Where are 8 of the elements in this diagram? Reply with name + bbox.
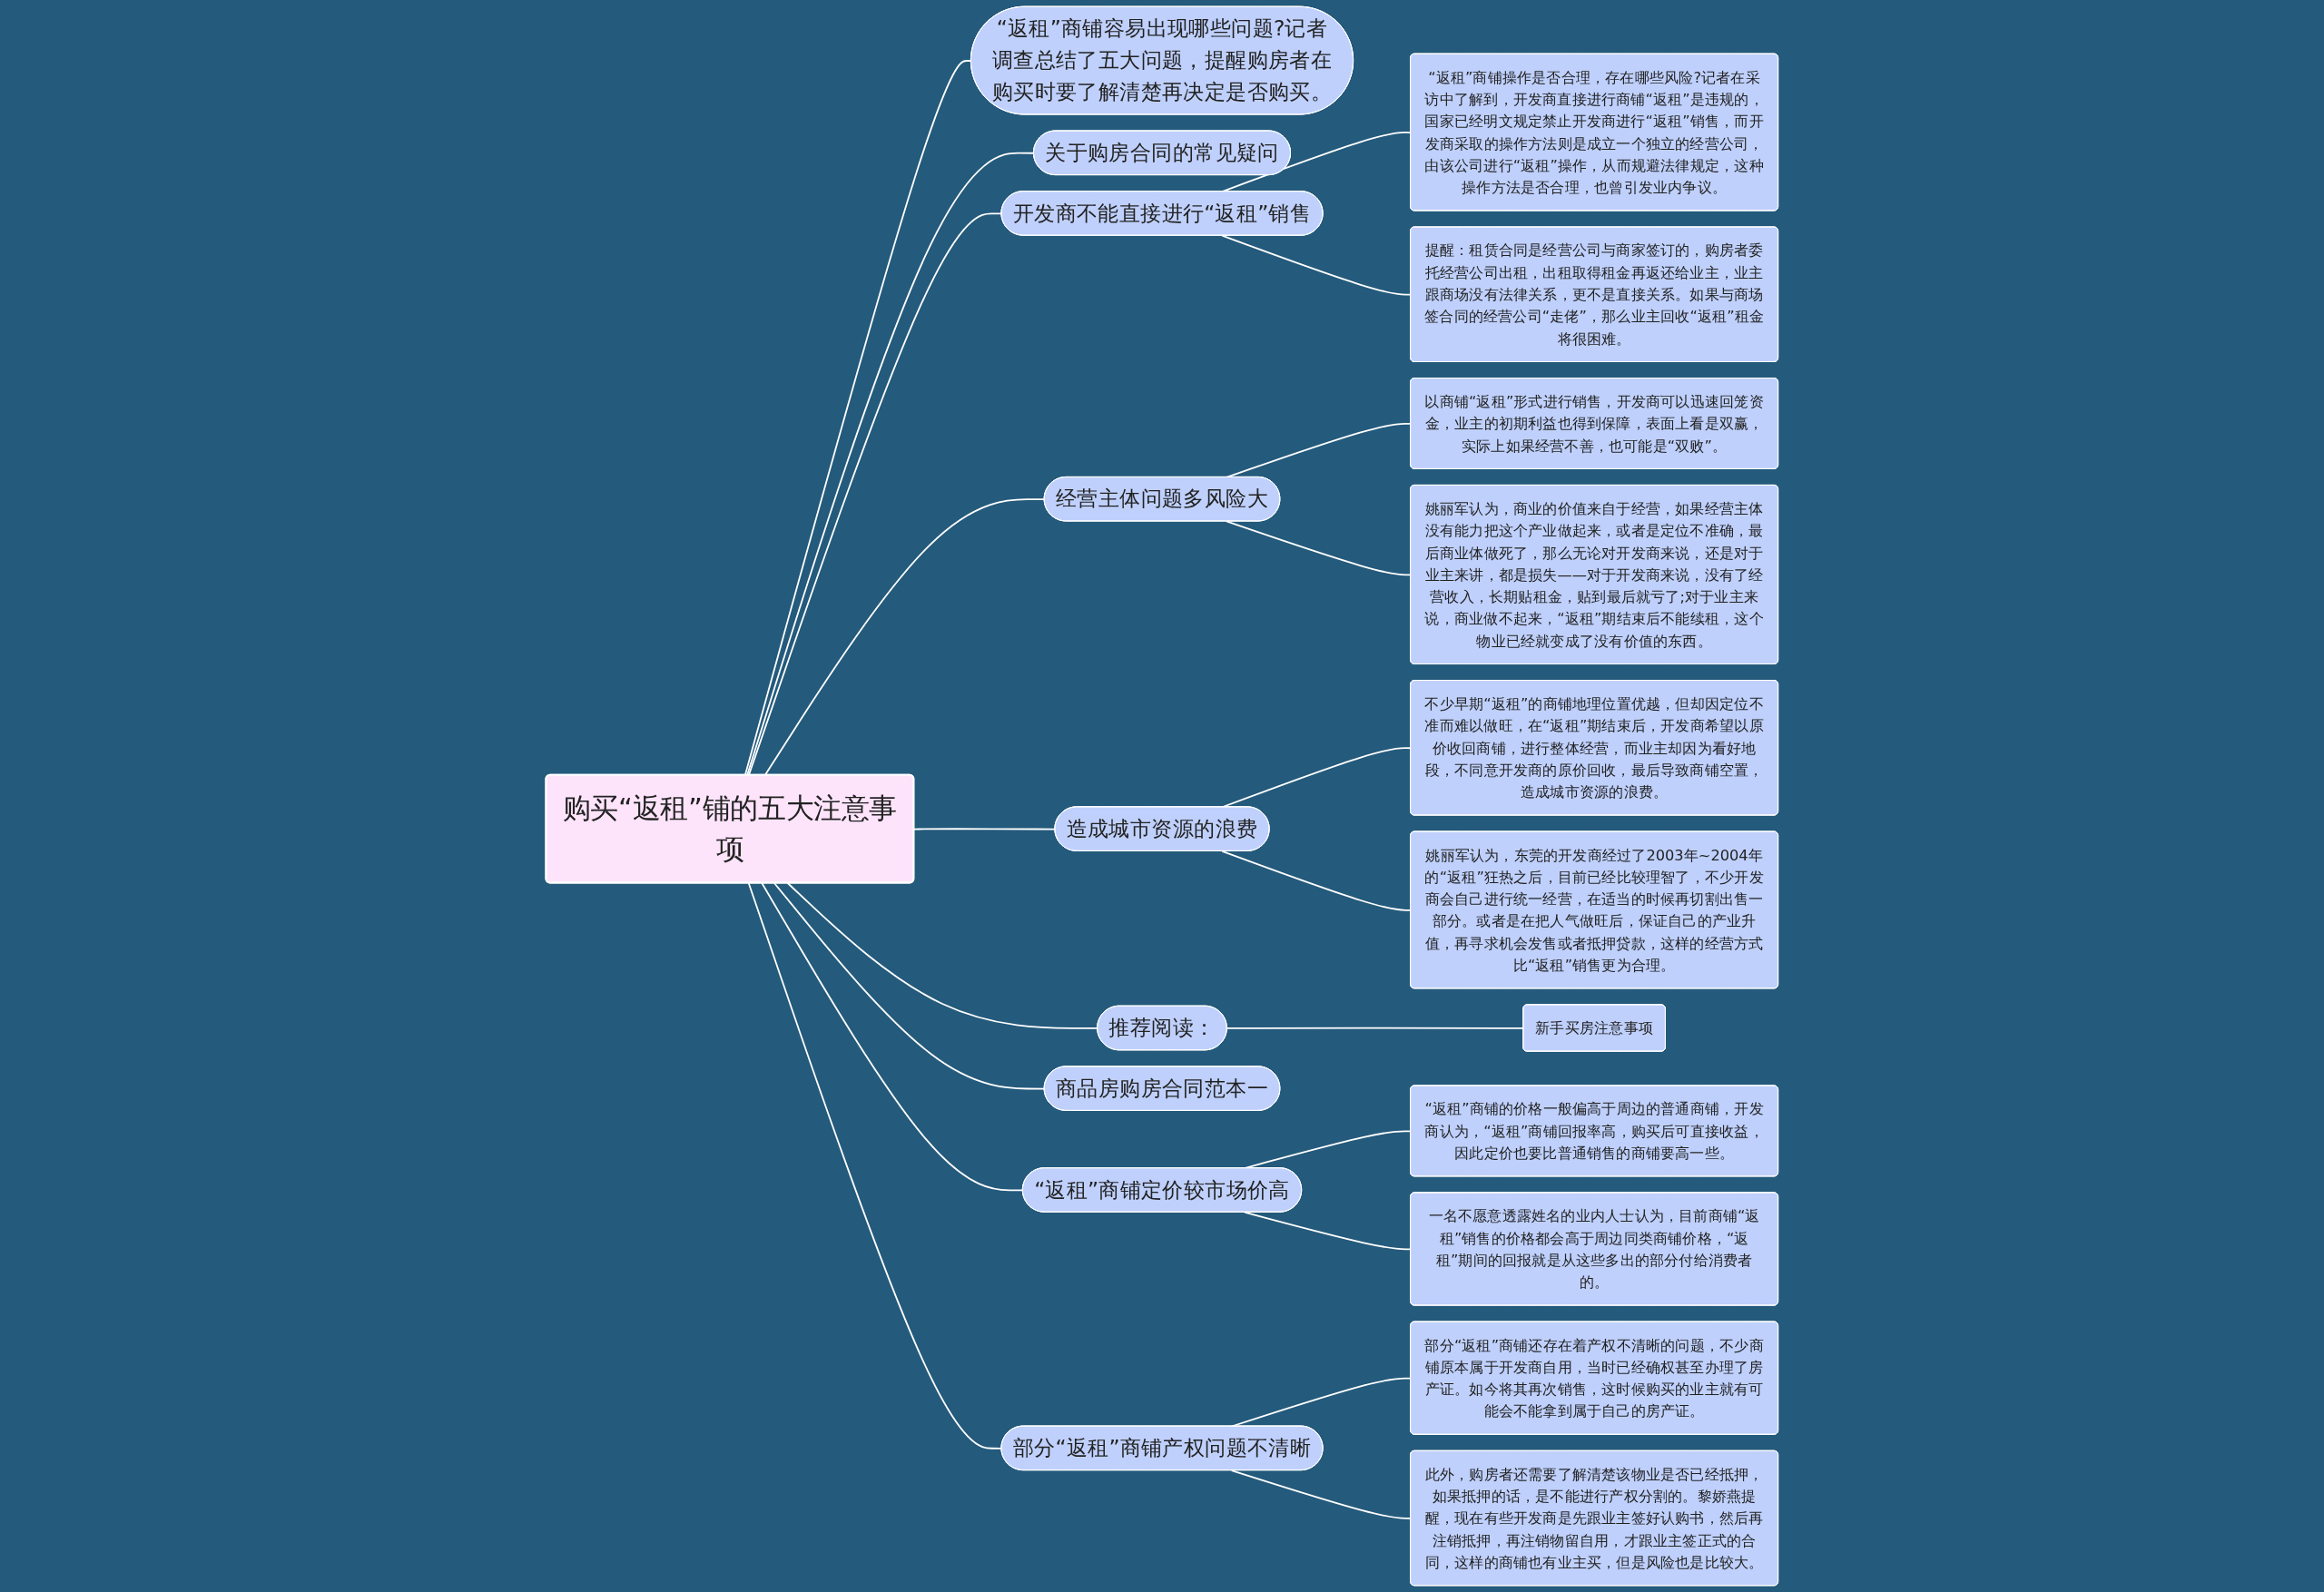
connector <box>761 882 1024 1192</box>
connector <box>1226 520 1412 576</box>
connector <box>747 882 1003 1450</box>
connector <box>1221 234 1412 296</box>
connector <box>1221 850 1412 911</box>
connector <box>1230 1469 1412 1519</box>
connector <box>773 882 1046 1090</box>
connector <box>1244 1211 1412 1251</box>
